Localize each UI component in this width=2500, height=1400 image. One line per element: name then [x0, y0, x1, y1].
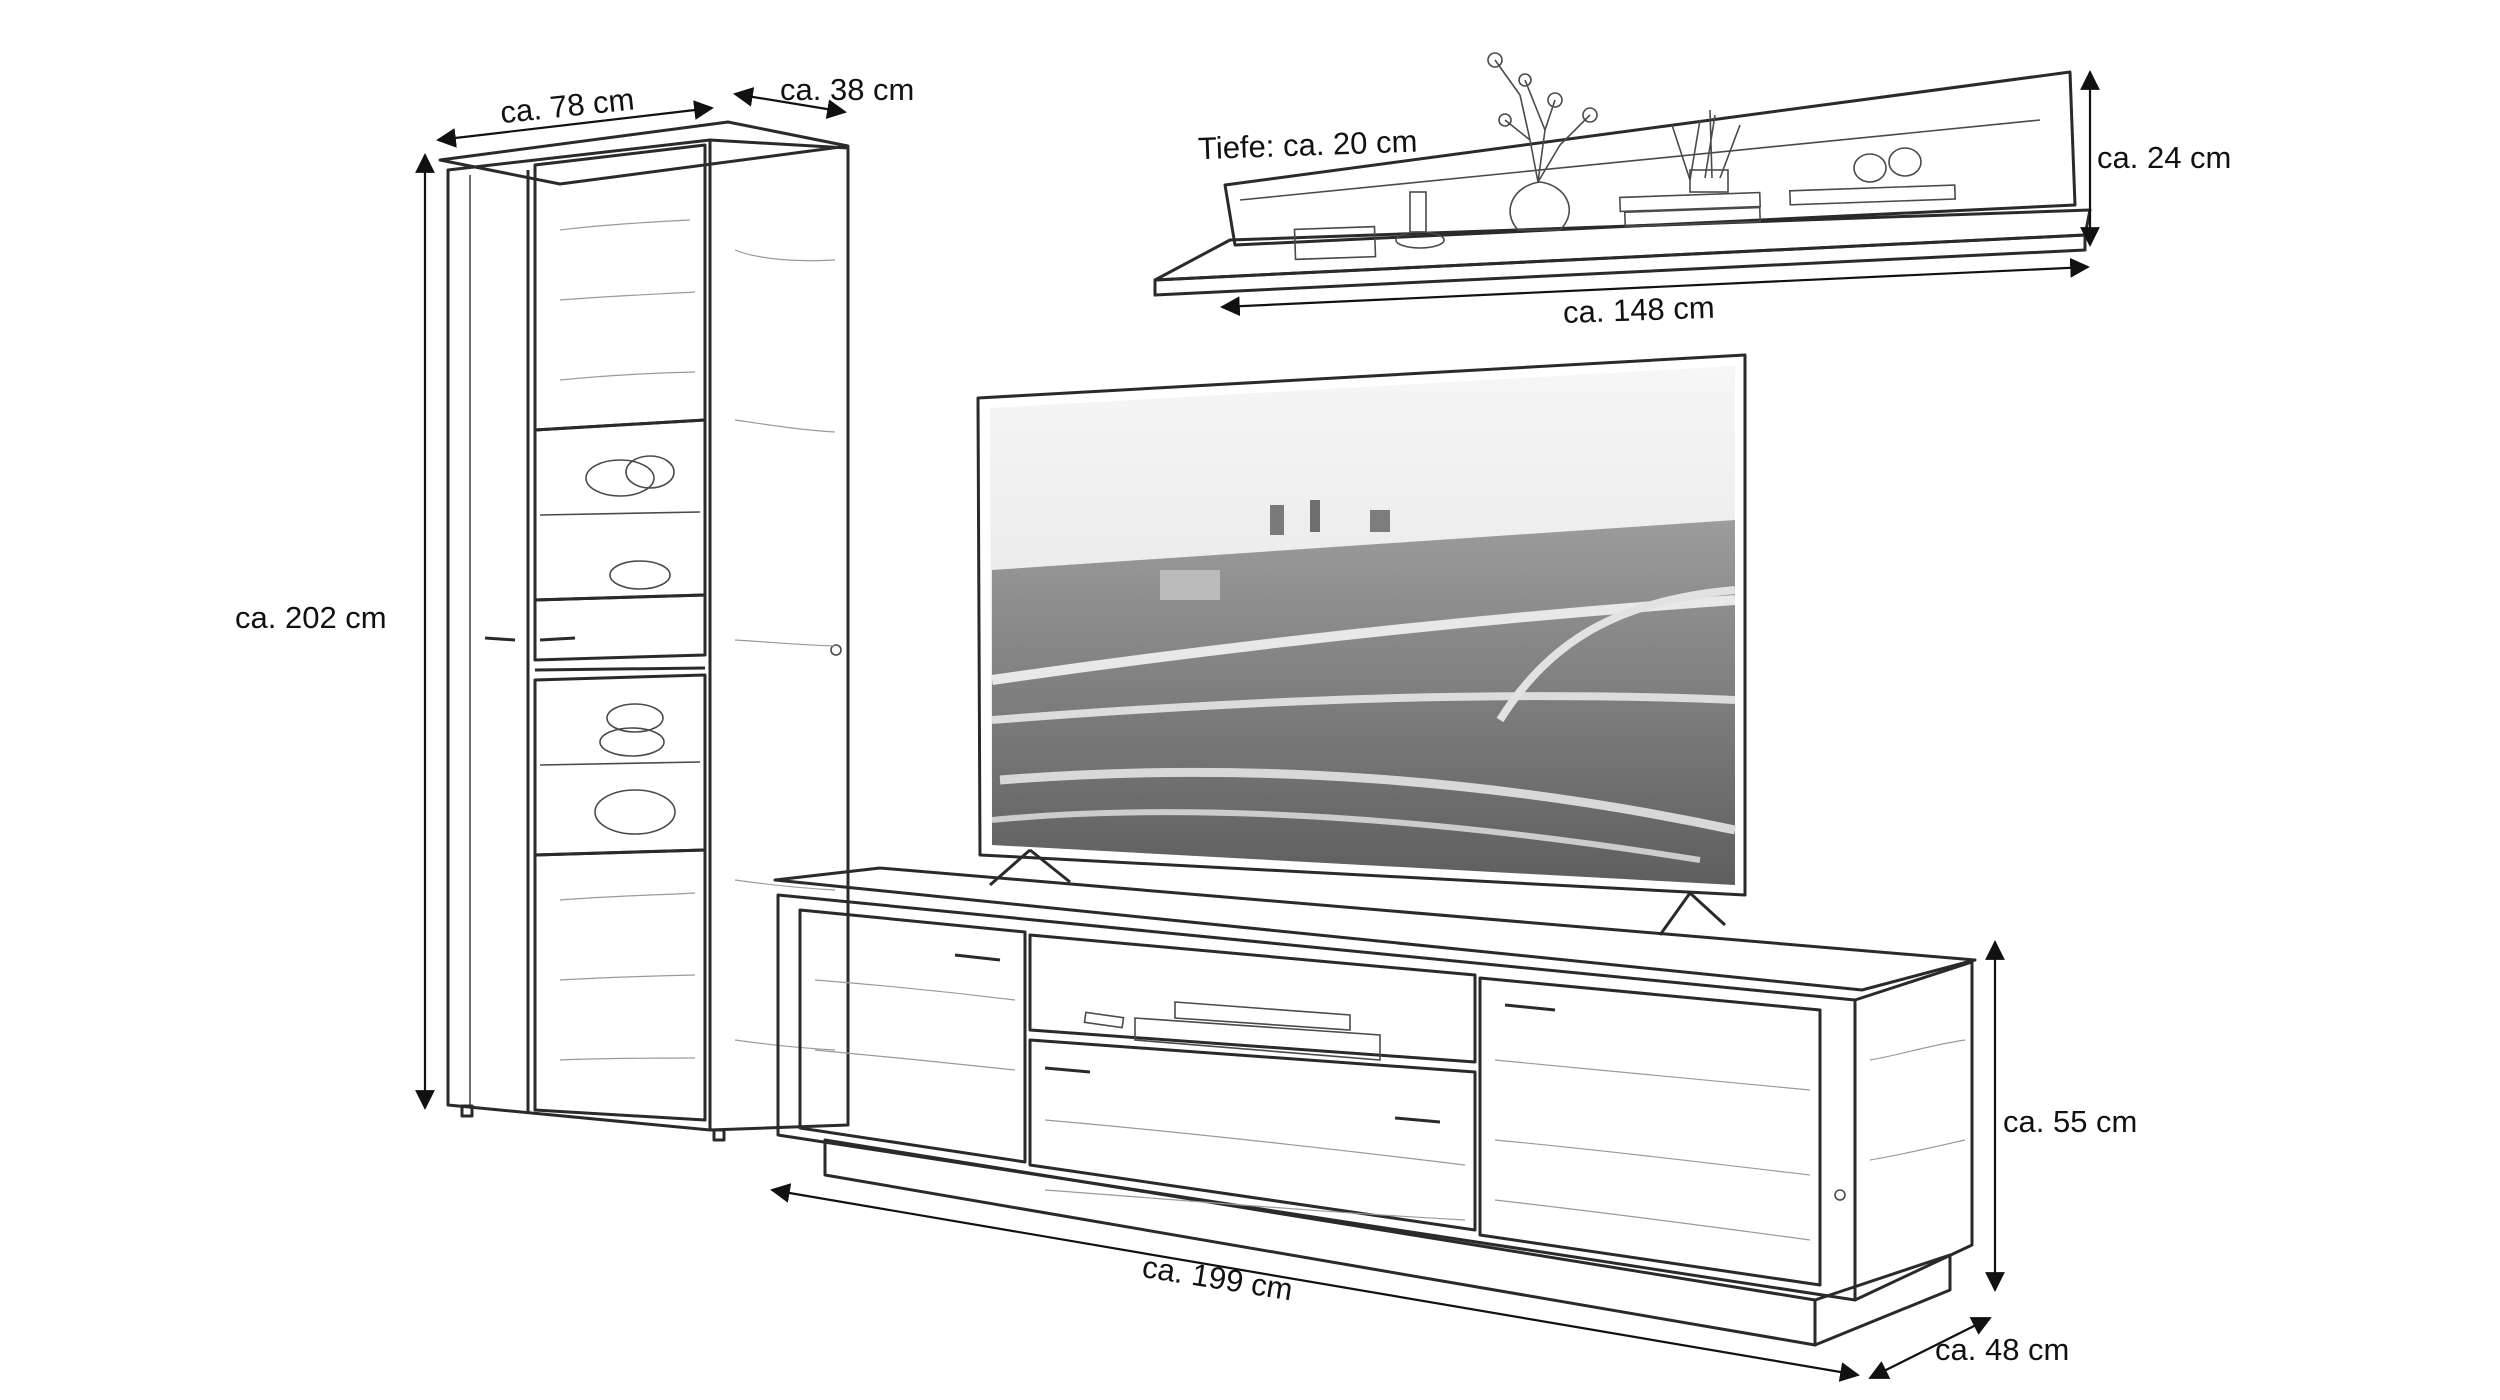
lowboard-width-label: ca. 199 cm: [1140, 1249, 1295, 1307]
shelf-height-label: ca. 24 cm: [2097, 140, 2231, 175]
tall-cabinet: [438, 120, 850, 1142]
wall-shelf: [1153, 52, 2092, 297]
television: [976, 353, 1747, 936]
shelf-depth-label: Tiefe: ca. 20 cm: [1197, 124, 1417, 167]
cabinet-depth-label: ca. 38 cm: [780, 72, 914, 107]
lowboard: [773, 866, 1977, 1347]
shelf-width-label: ca. 148 cm: [1562, 290, 1715, 330]
dimension-lines: [415, 70, 2100, 1382]
lowboard-height-label: ca. 55 cm: [2003, 1104, 2137, 1139]
lowboard-depth-label: ca. 48 cm: [1935, 1332, 2069, 1367]
cabinet-height-label: ca. 202 cm: [235, 600, 387, 635]
cabinet-width-label: ca. 78 cm: [499, 81, 636, 130]
